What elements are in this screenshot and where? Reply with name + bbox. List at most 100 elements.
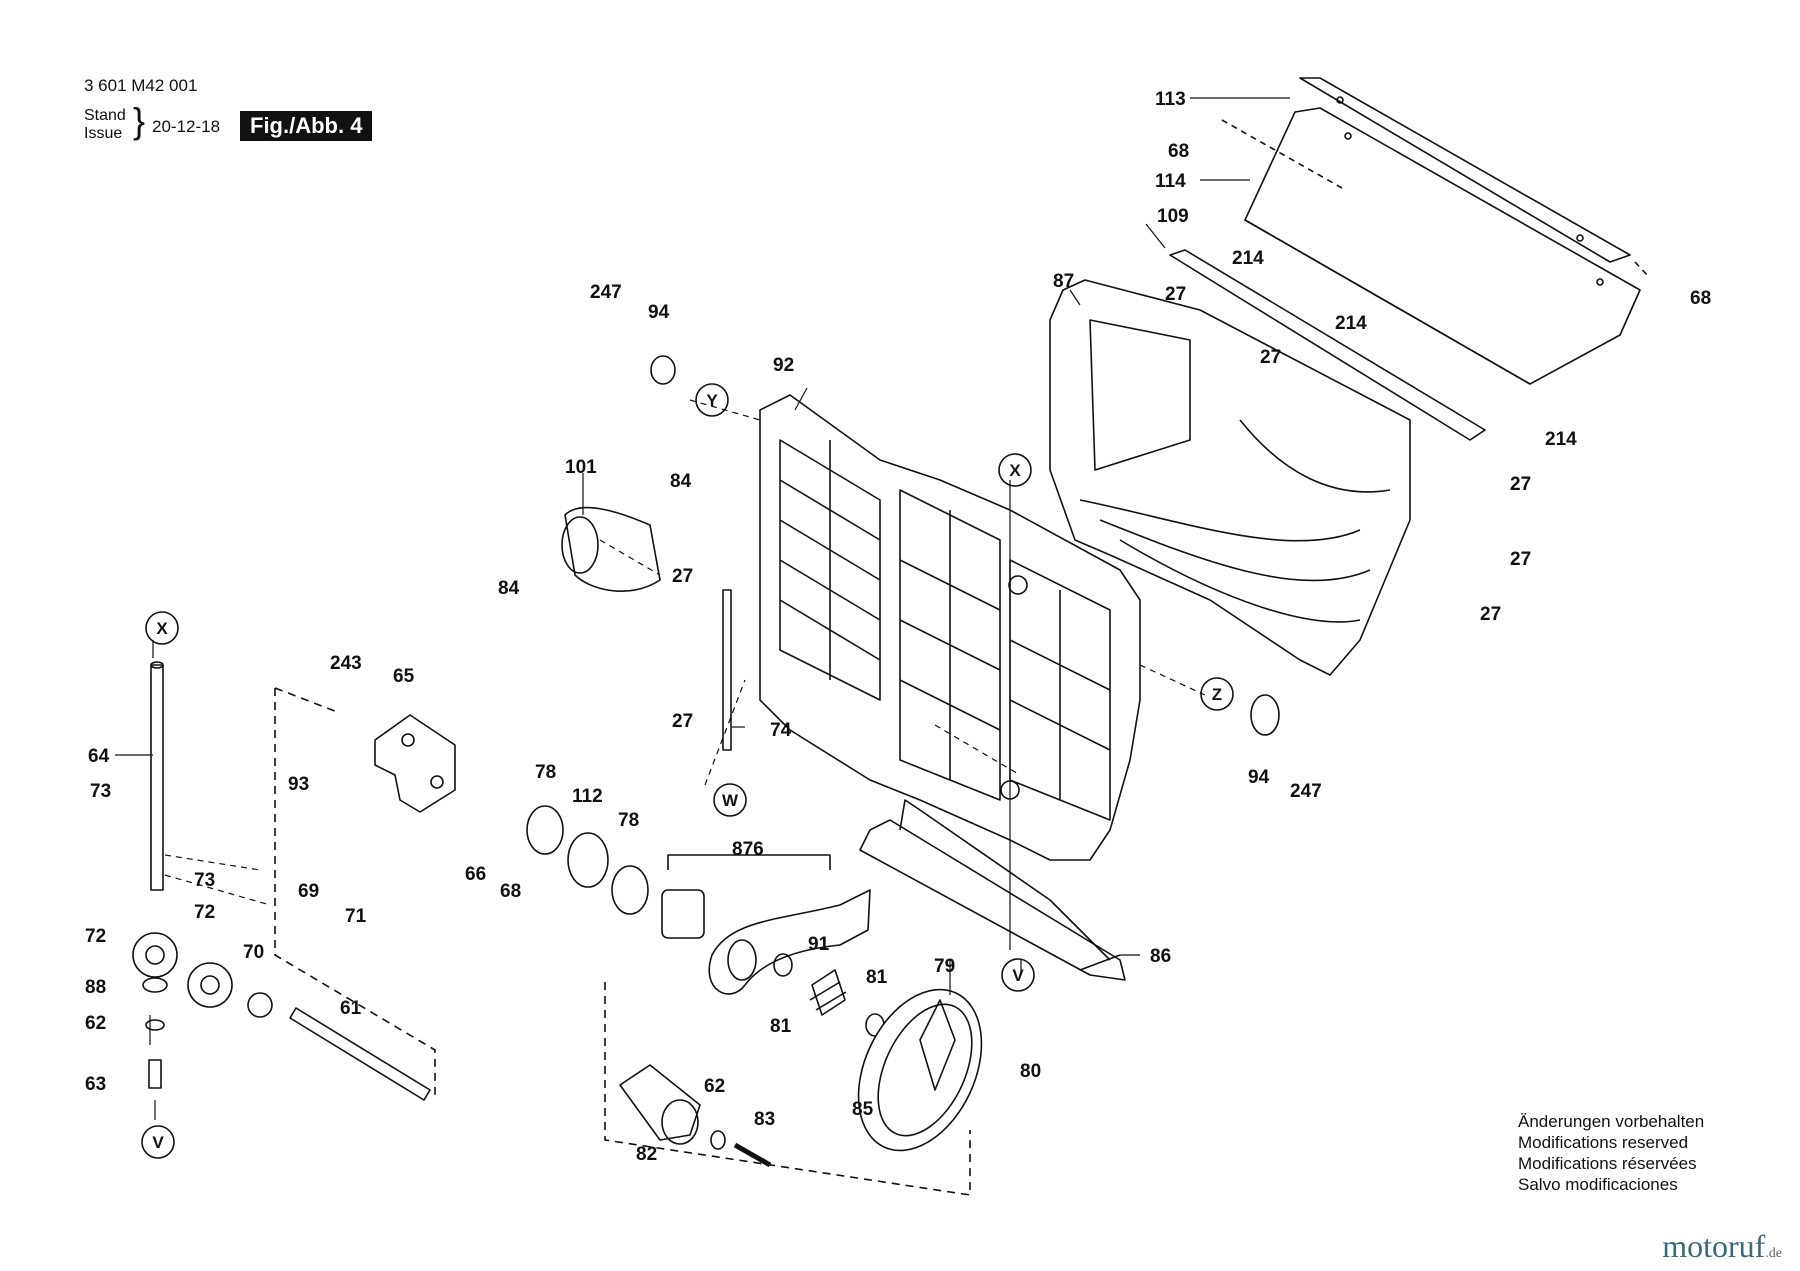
part-label: 78: [618, 810, 639, 831]
part-label: 27: [1510, 474, 1531, 495]
note-de: Änderungen vorbehalten: [1518, 1112, 1705, 1131]
figure-label: Fig./Abb. 4: [240, 111, 373, 141]
part-label: 214: [1232, 248, 1264, 269]
marker-v-left: [141, 1125, 175, 1159]
part-label: 86: [1150, 946, 1171, 967]
stand-label: Stand: [84, 107, 126, 124]
brand-logo[interactable]: motoruf.de: [1662, 1228, 1782, 1265]
leaders: [115, 97, 1290, 1120]
part-label: 109: [1157, 206, 1189, 227]
part-label: 63: [85, 1074, 106, 1095]
part-label: 113: [1155, 89, 1186, 110]
part-label: 247: [590, 282, 622, 303]
bracket-line-876: [667, 854, 831, 870]
part-label: 72: [194, 902, 215, 923]
washer-88: [142, 977, 168, 993]
part-label: 79: [934, 956, 955, 977]
marker-v-right: [1001, 958, 1035, 992]
washer-62: [145, 1019, 165, 1031]
note-fr: Modifications réservées: [1518, 1154, 1697, 1173]
part-label: 94: [648, 302, 670, 323]
issue-label: Issue: [84, 125, 123, 142]
part-number: 3 601 M42 001: [84, 76, 198, 95]
washer-94a: [650, 355, 676, 385]
part-label: 243: [330, 653, 362, 674]
part-label: 80: [1020, 1061, 1041, 1082]
part-label: 114: [1155, 171, 1186, 192]
part-label: 62: [704, 1076, 725, 1097]
gear-72b: [187, 962, 233, 1008]
part-label: 81: [770, 1016, 792, 1037]
part-label: 214: [1335, 313, 1367, 334]
part-label: 92: [773, 355, 794, 376]
shaft-64: [150, 661, 164, 891]
part-label: 27: [672, 711, 693, 732]
part-label: 68: [1690, 288, 1711, 309]
part-label: 74: [770, 720, 792, 741]
part-label: 88: [85, 977, 106, 998]
part-label: 87: [1053, 271, 1074, 292]
part-label: 65: [393, 666, 415, 687]
knob-79: [857, 988, 983, 1152]
rail-109: [1169, 249, 1486, 441]
part-label: 112: [572, 786, 603, 807]
bracket-65: [374, 714, 456, 813]
note-es: Salvo modificaciones: [1518, 1175, 1678, 1194]
screw-63: [148, 1059, 162, 1089]
part-label: 61: [340, 998, 362, 1019]
part-label: 27: [1260, 347, 1281, 368]
issue-date: 20-12-18: [152, 117, 221, 136]
part-label: 64: [88, 746, 110, 767]
part-label: 101: [565, 457, 597, 478]
marker-label: V: [152, 1133, 164, 1152]
blade-guard-87: [1049, 279, 1411, 676]
part-label: 84: [498, 578, 520, 599]
washer-81a: [773, 953, 793, 977]
part-label: 247: [1290, 781, 1322, 802]
part-label: 27: [1480, 604, 1501, 625]
part-label: 93: [288, 774, 309, 795]
washer-78a: [526, 805, 564, 855]
part-label: 27: [672, 566, 693, 587]
marker-x-top: [998, 453, 1032, 487]
marker-label: X: [156, 619, 168, 638]
marker-letters: X Y Z W V X V: [152, 391, 1222, 1152]
ring-70: [247, 992, 273, 1018]
screw-83: [733, 1142, 772, 1168]
part-label: 66: [465, 864, 486, 885]
part-label: 81: [866, 967, 888, 988]
part-label: 78: [535, 762, 556, 783]
part-label: 68: [1168, 141, 1189, 162]
part-labels: 113 68 114 109 214 87 27 214 27 68 214 2…: [85, 89, 1711, 1165]
marker-label: Y: [706, 391, 718, 410]
note-en: Modifications reserved: [1518, 1133, 1689, 1152]
part-label: 27: [1165, 284, 1186, 305]
brand-suffix: .de: [1765, 1246, 1782, 1261]
handle-82: [619, 1064, 701, 1145]
spring-91: [809, 969, 847, 1016]
part-label: 27: [1510, 549, 1531, 570]
part-label: 876: [732, 839, 764, 860]
part-label: 73: [194, 870, 215, 891]
part-label: 83: [754, 1109, 775, 1130]
marker-x-left: [145, 611, 179, 645]
modification-notes: Änderungen vorbehalten Modifications res…: [1518, 1111, 1704, 1195]
chute-86: [859, 799, 1126, 981]
part-label: 72: [85, 926, 106, 947]
dashed-leaders: [164, 399, 1206, 906]
part-label: 69: [298, 881, 319, 902]
part-label: 70: [243, 942, 264, 963]
rail-113: [1299, 77, 1631, 263]
brand-name: motoruf: [1662, 1228, 1766, 1264]
part-label: 85: [852, 1099, 874, 1120]
part-label: 62: [85, 1013, 106, 1034]
part-label: 84: [670, 471, 692, 492]
rail-114: [1244, 107, 1641, 385]
gear-72a: [132, 932, 178, 978]
sleeve-101: [561, 506, 661, 592]
marker-y: [695, 383, 729, 417]
line-art: [115, 77, 1651, 1196]
washer-94b: [1250, 694, 1280, 736]
